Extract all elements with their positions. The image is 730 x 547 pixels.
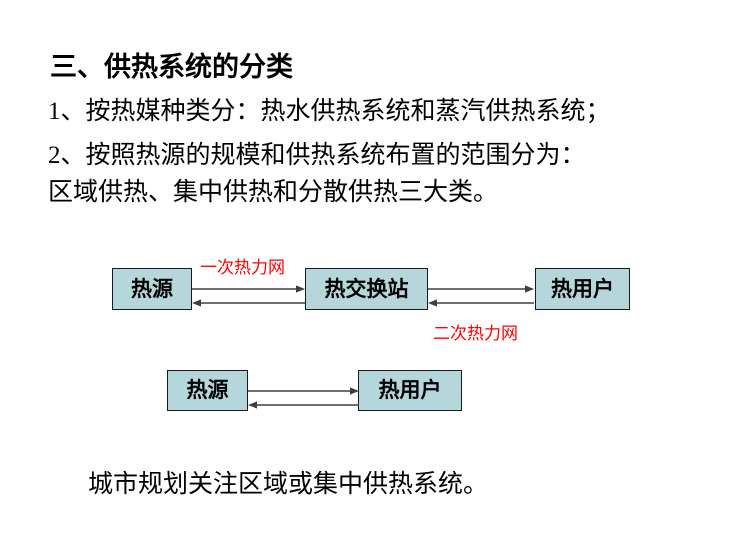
arrow-pair-source-to-user	[248, 387, 359, 409]
diagram-node-label: 热用户	[378, 378, 442, 402]
slide-footer-text: 城市规划关注区域或集中供热系统。	[88, 471, 489, 498]
arrow-pair-exchange-to-user	[428, 285, 534, 307]
arrow-head-right	[525, 285, 534, 293]
body-line-3: 区域供热、集中供热和分散供热三大类。	[48, 179, 499, 206]
diagram-node-heat-exchange-station: 热交换站	[305, 268, 428, 310]
primary-network-label: 一次热力网	[200, 258, 285, 277]
secondary-network-label: 二次热力网	[433, 324, 518, 343]
arrow-head-right	[350, 387, 359, 395]
slide-heading: 三、供热系统的分类	[50, 52, 293, 82]
arrow-head-left	[248, 401, 257, 409]
diagram-node-heat-user-2: 热用户	[358, 370, 462, 411]
arrow-pair-source-to-exchange	[192, 285, 305, 307]
diagram-node-heat-user-1: 热用户	[535, 268, 630, 310]
body-line-1: 1、按热媒种类分：热水供热系统和蒸汽供热系统；	[48, 98, 611, 125]
diagram-node-label: 热用户	[551, 276, 614, 301]
body-line-2: 2、按照热源的规模和供热系统布置的范围分为：	[48, 142, 586, 169]
arrow-head-left	[192, 299, 201, 307]
diagram-node-label: 热交换站	[324, 276, 409, 301]
diagram-node-label: 热源	[186, 378, 229, 402]
arrow-head-left	[428, 299, 437, 307]
arrow-head-right	[296, 285, 305, 293]
diagram-node-heat-source-1: 热源	[112, 268, 192, 310]
diagram-node-label: 热源	[131, 276, 173, 301]
diagram-node-heat-source-2: 热源	[167, 370, 248, 411]
